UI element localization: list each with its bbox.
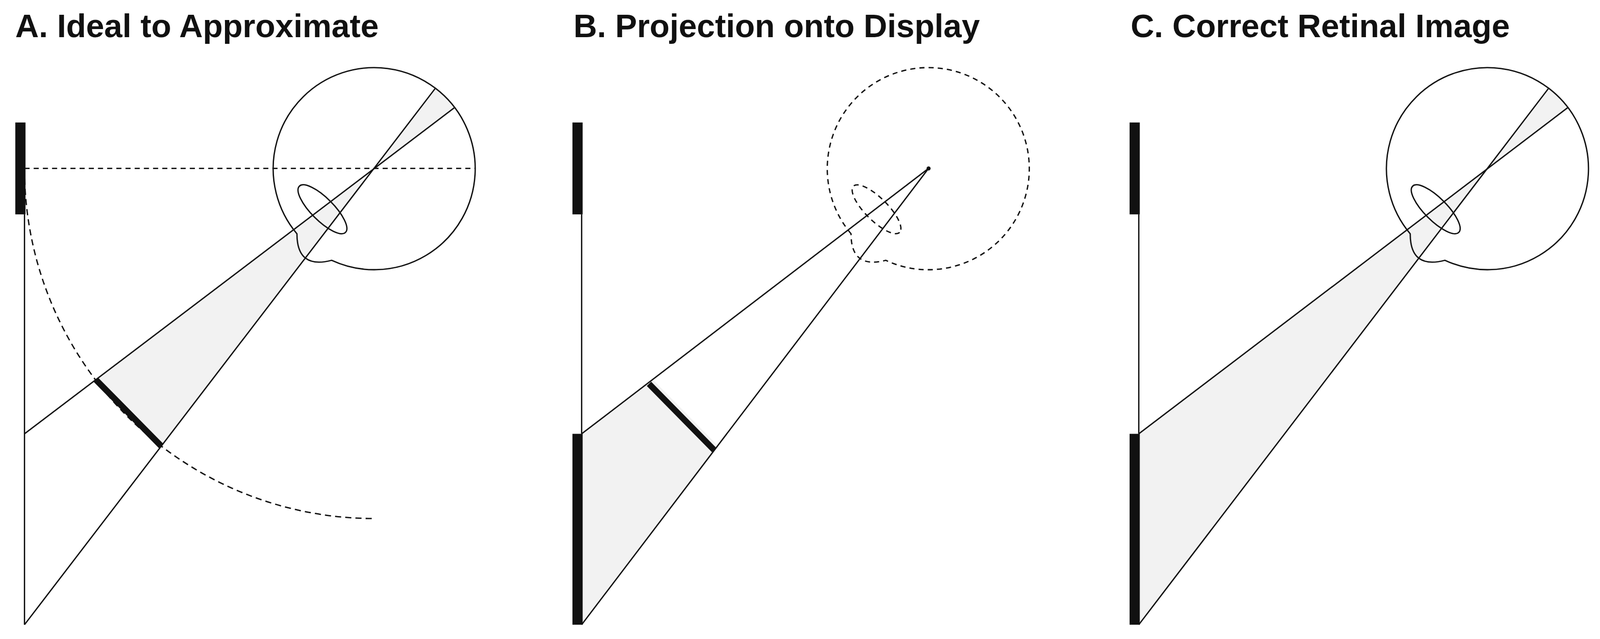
ideal-patch: [649, 383, 715, 450]
shaded-ray-bundle: [95, 168, 375, 447]
display-line: [23, 214, 26, 625]
display-bar: [1129, 122, 1140, 215]
panel-title: C. Correct Retinal Image: [1130, 8, 1510, 44]
shaded-projection: [581, 379, 719, 625]
panel-c-drawing: [1129, 67, 1589, 625]
eye-outline-dashed: [827, 67, 1030, 270]
ray-line: [581, 168, 929, 434]
panel-title: A. Ideal to Approximate: [15, 8, 379, 44]
shaded-retina-bundle: [1487, 87, 1569, 169]
ray-line: [581, 168, 929, 625]
ray-line: [1138, 107, 1569, 434]
ray-line: [24, 87, 436, 625]
nodal-point: [926, 166, 931, 171]
eye-lens: [291, 178, 354, 241]
shaded-retina-bundle: [374, 87, 456, 169]
panel-title: B. Projection onto Display: [573, 8, 980, 44]
projected-bar: [1129, 433, 1140, 625]
ray-line: [24, 107, 455, 434]
ideal-patch: [95, 379, 162, 447]
eye-lens-dashed: [845, 178, 908, 241]
display-bar: [15, 122, 26, 215]
ray-line: [1138, 87, 1550, 625]
display-bar: [572, 122, 583, 215]
eye-outline: [273, 67, 476, 270]
display-line: [580, 214, 583, 435]
panel-b-drawing: [572, 67, 1030, 625]
eye-lens: [1404, 178, 1467, 241]
dashed-axis: [24, 167, 476, 170]
dashed-arc: [24, 168, 375, 519]
display-line: [1138, 214, 1140, 435]
eye-outline: [1386, 67, 1589, 270]
panel-a-drawing: [15, 67, 476, 625]
projected-bar: [572, 433, 583, 625]
